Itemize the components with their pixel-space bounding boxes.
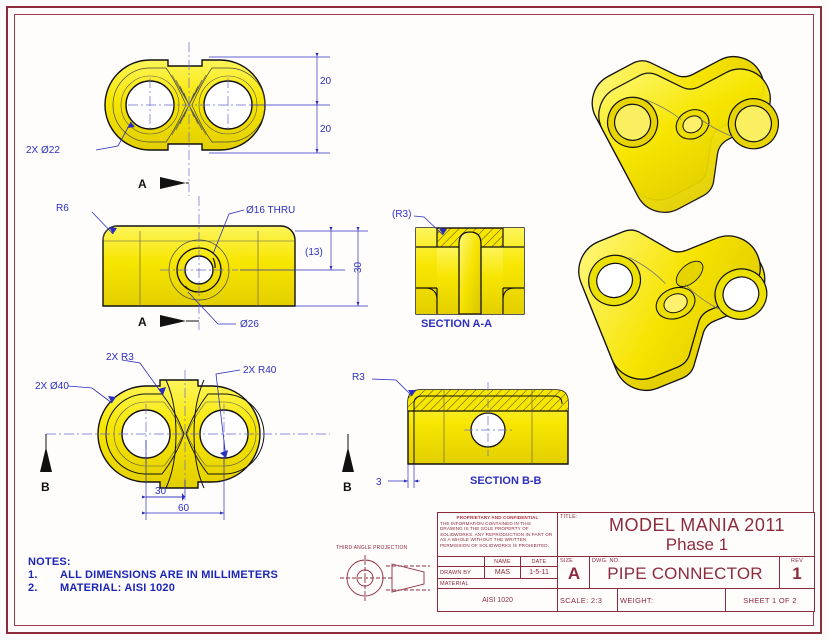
size-cell: SIZE A — [558, 557, 590, 589]
title-line-1: MODEL MANIA 2011 — [608, 515, 786, 535]
scale-label: SCALE: 2:3 — [558, 589, 618, 612]
dwg-no-label: DWG. NO. — [592, 558, 620, 564]
dwg-no-cell: DWG. NO. PIPE CONNECTOR — [590, 557, 780, 589]
note-item: 1. ALL DIMENSIONS ARE IN MILLIMETERS — [28, 569, 278, 582]
title-line-2: Phase 1 — [665, 535, 729, 554]
dwg-no-value: PIPE CONNECTOR — [607, 564, 763, 583]
title-cell: TITLE: MODEL MANIA 2011 Phase 1 — [558, 513, 814, 557]
note-number: 1. — [28, 569, 38, 581]
drawn-by-label: DRAWN BY — [438, 567, 485, 579]
material-label: MATERIAL — [438, 579, 558, 589]
title-label: TITLE: — [560, 514, 578, 520]
note-text: ALL DIMENSIONS ARE IN MILLIMETERS — [60, 569, 279, 581]
notes-block: NOTES: 1. ALL DIMENSIONS ARE IN MILLIMET… — [28, 556, 278, 595]
proprietary-text: THE INFORMATION CONTAINED IN THIS DRAWIN… — [440, 520, 553, 548]
rev-label: REV — [791, 558, 803, 564]
note-item: 2. MATERIAL: AISI 1020 — [28, 582, 278, 595]
sheet-outer-border — [6, 6, 822, 634]
note-number: 2. — [28, 582, 38, 594]
material-value: AISI 1020 — [438, 589, 558, 612]
size-value: A — [567, 564, 581, 583]
rev-value: 1 — [792, 564, 802, 583]
drawn-by-date: 1-5-11 — [521, 567, 558, 579]
col-name-header: NAME — [485, 557, 521, 567]
blank-cell — [438, 557, 485, 567]
projection-block: THIRD ANGLE PROJECTION — [332, 545, 436, 607]
proprietary-heading: PROPRIETARY AND CONFIDENTIAL — [456, 514, 539, 520]
note-text: MATERIAL: AISI 1020 — [60, 582, 176, 594]
sheet-label: SHEET 1 OF 2 — [743, 596, 797, 605]
title-block: PROPRIETARY AND CONFIDENTIAL THE INFORMA… — [437, 512, 815, 612]
col-date-header: DATE — [521, 557, 558, 567]
weight-label: WEIGHT: — [618, 589, 726, 612]
proprietary-cell: PROPRIETARY AND CONFIDENTIAL THE INFORMA… — [438, 513, 558, 557]
rev-cell: REV 1 — [780, 557, 814, 589]
projection-caption: THIRD ANGLE PROJECTION — [336, 545, 408, 551]
drawn-by-name: MAS — [485, 567, 521, 579]
size-label: SIZE — [560, 558, 574, 564]
notes-heading: NOTES: — [28, 556, 71, 568]
